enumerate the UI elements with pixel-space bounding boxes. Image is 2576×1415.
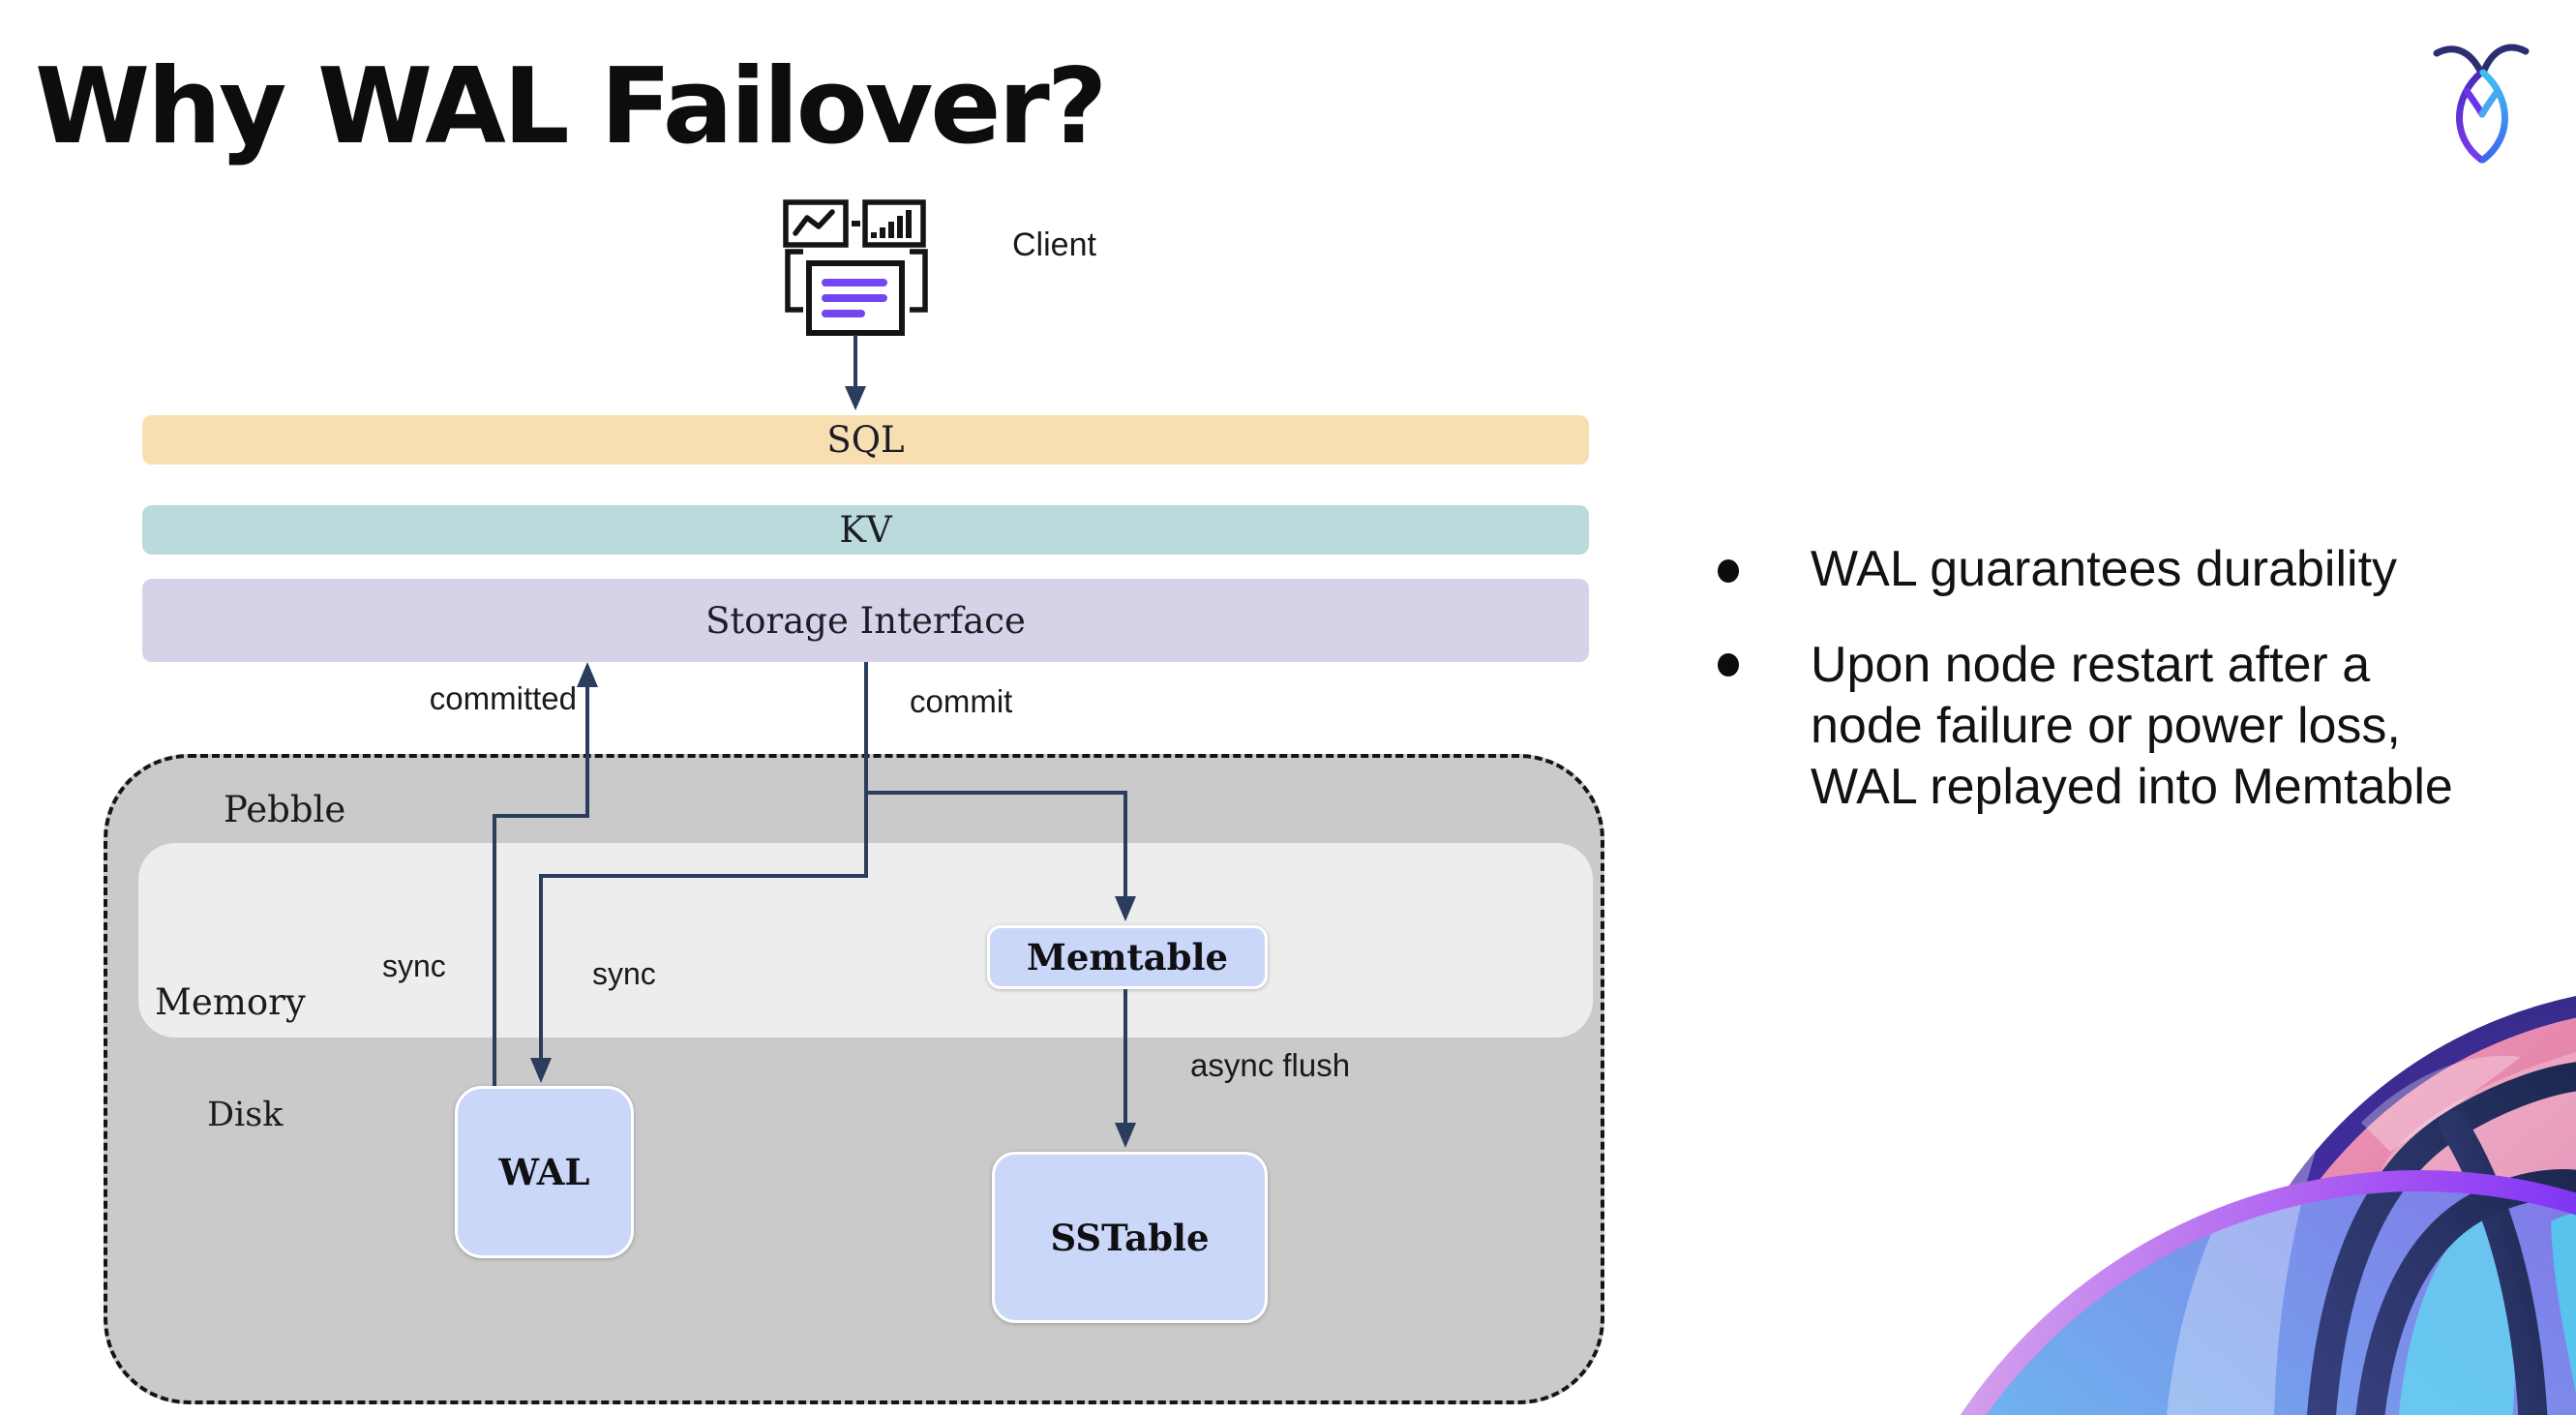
committed-arrowhead (577, 662, 598, 687)
page-title: Why WAL Failover? (35, 46, 1107, 167)
client-arrowhead (845, 386, 866, 410)
blue-ring (1960, 1170, 2576, 1415)
sync-right-label: sync (592, 956, 656, 991)
cyan-leaf (2398, 1192, 2516, 1415)
bullet-dot (1718, 559, 1739, 583)
disk-label: Disk (207, 1096, 284, 1134)
client-label: Client (1012, 226, 1096, 263)
memory-band (138, 843, 1593, 1038)
vein (2306, 1062, 2576, 1415)
leaf-highlight (2166, 1063, 2347, 1415)
sync-left-label: sync (382, 948, 446, 983)
vein (2355, 1168, 2576, 1415)
vein (2439, 1110, 2548, 1415)
layer-storage-interface: Storage Interface (142, 579, 1589, 662)
leaf-highlight (2361, 1055, 2521, 1152)
layer-sql: SQL (142, 415, 1589, 465)
bullet-item: Upon node restart after a node failure o… (1811, 637, 2453, 815)
pebble-label: Pebble (224, 789, 346, 830)
cockroach-logo-icon (2433, 44, 2530, 164)
layer-kv: KV (142, 505, 1589, 555)
memtable-node: Memtable (987, 925, 1268, 989)
commit-label: commit (910, 683, 1013, 719)
brand-leaf-graphic (1960, 996, 2576, 1415)
memory-label: Memory (155, 981, 306, 1023)
sstable-node: SSTable (992, 1152, 1268, 1323)
committed-label: committed (429, 680, 577, 716)
bullet-item: WAL guarantees durability (1811, 541, 2398, 597)
bullet-dot (1718, 653, 1739, 677)
async-flush-label: async flush (1190, 1047, 1351, 1083)
cyan-leaf (2551, 1213, 2576, 1394)
client-terminal-icon (783, 199, 928, 336)
wal-node: WAL (455, 1086, 634, 1258)
